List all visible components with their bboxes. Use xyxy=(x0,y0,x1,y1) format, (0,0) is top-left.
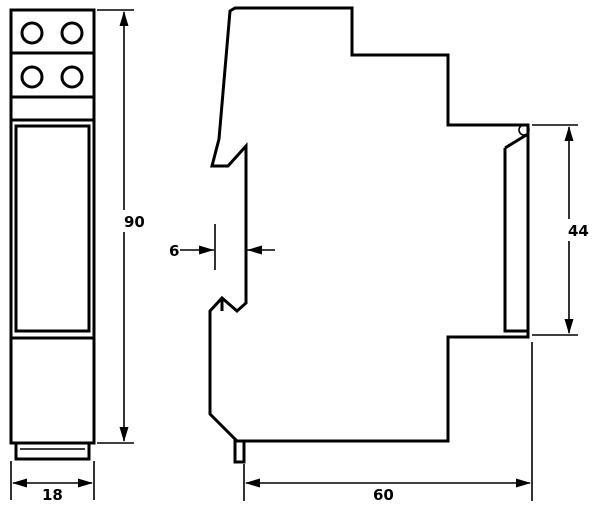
terminal-screw-icon-2 xyxy=(60,21,84,45)
rail-offset-dimension: 6 xyxy=(169,224,275,270)
side-view xyxy=(208,6,530,464)
rail-tab xyxy=(233,439,246,464)
depth-arrow-right xyxy=(516,478,531,488)
front-height-label: 44 xyxy=(568,222,589,240)
bottom-clip xyxy=(14,441,91,461)
rail-offset-label: 6 xyxy=(169,242,179,260)
height-label: 90 xyxy=(124,213,145,231)
rail-offset-arrow-right xyxy=(247,245,262,255)
front-height-arrow-bottom xyxy=(564,319,574,334)
front-panel-face xyxy=(503,132,529,333)
front-height-dimension: 44 xyxy=(532,124,597,336)
side-view-outline xyxy=(208,6,530,443)
front-height-arrow-top xyxy=(564,126,574,141)
depth-arrow-left xyxy=(245,478,260,488)
front-panel-hinge-icon xyxy=(518,124,530,136)
width-arrow-left xyxy=(12,478,27,488)
depth-dimension: 60 xyxy=(243,342,533,504)
depth-label: 60 xyxy=(373,486,394,504)
rail-offset-arrow-left xyxy=(199,245,214,255)
height-dimension: 90 xyxy=(97,9,150,444)
height-arrow-top xyxy=(119,11,129,26)
width-dimension: 18 xyxy=(10,461,95,504)
width-arrow-right xyxy=(78,478,93,488)
terminal-screw-icon-1 xyxy=(20,21,44,45)
width-label: 18 xyxy=(42,486,63,504)
height-arrow-bottom xyxy=(119,427,129,442)
terminal-screw-icon-4 xyxy=(60,65,84,89)
terminal-screw-icon-3 xyxy=(20,65,44,89)
display-window xyxy=(14,124,91,333)
front-view xyxy=(9,8,96,461)
